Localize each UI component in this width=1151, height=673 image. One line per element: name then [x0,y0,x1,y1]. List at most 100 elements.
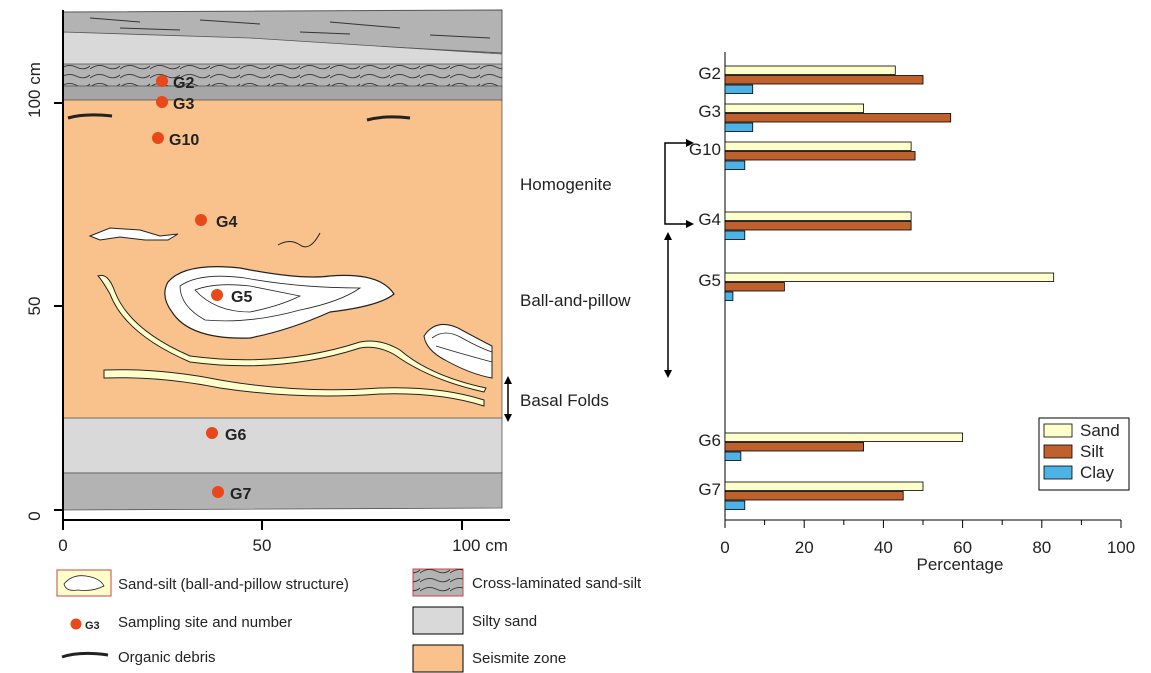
ball-pillow-inner-2 [194,284,302,313]
category-label-g3: G3 [698,102,721,121]
bar-g10-silt [724,151,916,161]
bar-g3-sand [724,103,865,113]
map-key: Sand-silt (ball-and-pillow structure) Cr… [56,568,642,673]
legend-swatch-silt [1043,444,1073,459]
key-organic-label: Organic debris [118,649,216,666]
fold-long-2 [103,369,485,407]
section-ytick-50: 50 [25,297,44,316]
sample-label-g6: G6 [225,427,246,444]
fold-long-1 [97,274,487,393]
x-tick-label-40: 40 [874,538,893,557]
legend-swatch-sand [1043,423,1073,438]
key-silty-sand-swatch [412,606,464,635]
sample-dot-g6 [206,427,218,439]
key-sand-silt-shape [63,575,105,591]
top-layer-dashes [89,17,491,39]
bar-g6-clay [724,451,742,461]
layer-gray-bottom [62,472,503,511]
key-silty-sand-label: Silty sand [472,613,537,630]
bar-g2-clay [724,84,754,94]
x-tick-label-80: 80 [1032,538,1051,557]
bar-g10-sand [724,141,912,151]
bar-g5-sand [724,272,1055,282]
label-homogenite: Homogenite [520,175,612,194]
key-cross-laminated-label: Cross-laminated sand-silt [472,575,642,592]
key-sampling-label: Sampling site and number [118,614,292,631]
chart-bars [724,65,1055,510]
chart-x-ticks: 0 20 40 60 80 100 [720,520,1135,557]
bar-g7-sand [724,481,924,491]
organic-debris-right [366,115,411,122]
key-organic-icon [61,651,109,659]
bar-g3-silt [724,113,952,123]
legend-swatch-clay [1043,465,1073,480]
category-label-g6: G6 [698,431,721,450]
bar-g4-silt [724,221,912,231]
section-xtick-100: 100 cm [452,536,508,555]
category-label-g4: G4 [698,210,721,229]
ball-pillow-right-inner [431,332,493,363]
key-cross-laminated-texture [413,569,463,596]
legend-label-clay: Clay [1080,463,1115,482]
x-tick-label-60: 60 [953,538,972,557]
sample-dot-g7 [212,486,224,498]
squiggle-line [277,232,321,248]
sample-dot-g4 [195,214,207,226]
bar-g3-clay [724,122,754,132]
section-ytick-0: 0 [25,511,44,520]
category-label-g10: G10 [689,140,721,159]
layer-silty-sand-bottom [62,417,503,474]
section-xtick-0: 0 [58,536,67,555]
legend-label-sand: Sand [1080,421,1120,440]
bar-g6-sand [724,432,964,442]
ball-pillow-inner-1 [179,275,362,322]
chart-x-label: Percentage [917,555,1004,574]
key-sampling-example: G3 [85,620,100,632]
key-sampling-dot [70,618,82,630]
bar-g10-clay [724,160,746,170]
sand-lens-small [88,227,179,241]
key-seismite-swatch [412,644,464,673]
key-seismite-label: Seismite zone [472,650,566,667]
bar-g7-clay [724,500,746,510]
x-tick-label-20: 20 [795,538,814,557]
sample-label-g7: G7 [230,486,251,503]
bar-g2-silt [724,75,924,85]
label-ball-and-pillow: Ball-and-pillow [520,291,631,310]
stratigraphic-section: G2 G3 G10 G4 G5 G6 G7 0 50 100 cm 0 50 1… [25,9,510,555]
sample-dot-g10 [152,132,164,144]
organic-debris-left [67,113,113,120]
bar-g5-clay [724,291,734,301]
bar-g4-clay [724,230,746,240]
bar-g7-silt [724,491,904,501]
bar-g6-silt [724,442,865,452]
sample-label-g5: G5 [231,289,252,306]
x-tick-label-100: 100 [1107,538,1135,557]
sample-label-g4: G4 [216,214,237,231]
sample-markers [152,75,224,498]
sample-dot-g2 [156,75,168,87]
zone-annotations: Homogenite Ball-and-pillow Basal Folds [504,139,694,422]
section-ytick-100: 100 cm [25,62,44,118]
bar-g5-silt [724,282,785,292]
x-tick-label-0: 0 [720,538,729,557]
category-label-g2: G2 [698,64,721,83]
section-xtick-50: 50 [253,536,272,555]
layer-cross-laminated-texture [63,64,502,88]
sample-label-g3: G3 [173,96,194,113]
category-label-g7: G7 [698,480,721,499]
legend-label-silt: Silt [1080,442,1104,461]
sample-dot-g5 [211,289,223,301]
category-label-g5: G5 [698,271,721,290]
label-basal-folds: Basal Folds [520,391,609,410]
sample-label-g2: G2 [173,75,194,92]
layer-gray-band [62,85,503,102]
sample-dot-g3 [156,96,168,108]
key-sand-silt-label: Sand-silt (ball-and-pillow structure) [118,576,349,593]
sample-label-g10: G10 [169,132,199,149]
bar-g2-sand [724,65,896,75]
